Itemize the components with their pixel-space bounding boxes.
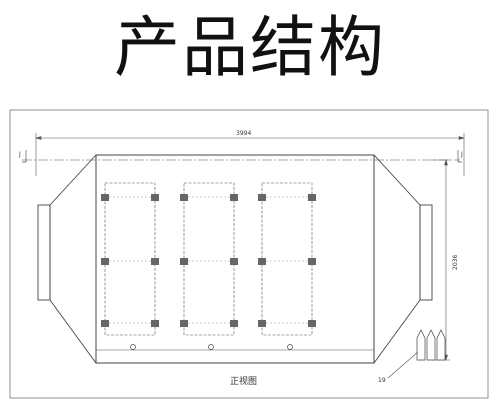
page-title: 产品结构 [114,9,386,86]
width-dimension [34,133,466,176]
access-panel-2 [180,182,238,336]
callout-leader [387,351,419,379]
drawing-frame [9,109,489,399]
section-mark-left: J [18,151,21,158]
width-dimension-label: 3994 [236,130,251,137]
section-mark-right: J [460,151,463,158]
nozzle-group [416,329,446,361]
left-hood [37,154,97,364]
access-panel-3 [258,182,316,336]
drain-plugs [130,344,293,350]
view-caption: 正视图 [230,375,257,387]
height-dimension-label: 2036 [452,255,459,270]
main-housing [95,154,375,364]
part-callout-label: 19 [378,377,386,384]
access-panel-1 [101,182,159,336]
right-hood [373,154,433,364]
